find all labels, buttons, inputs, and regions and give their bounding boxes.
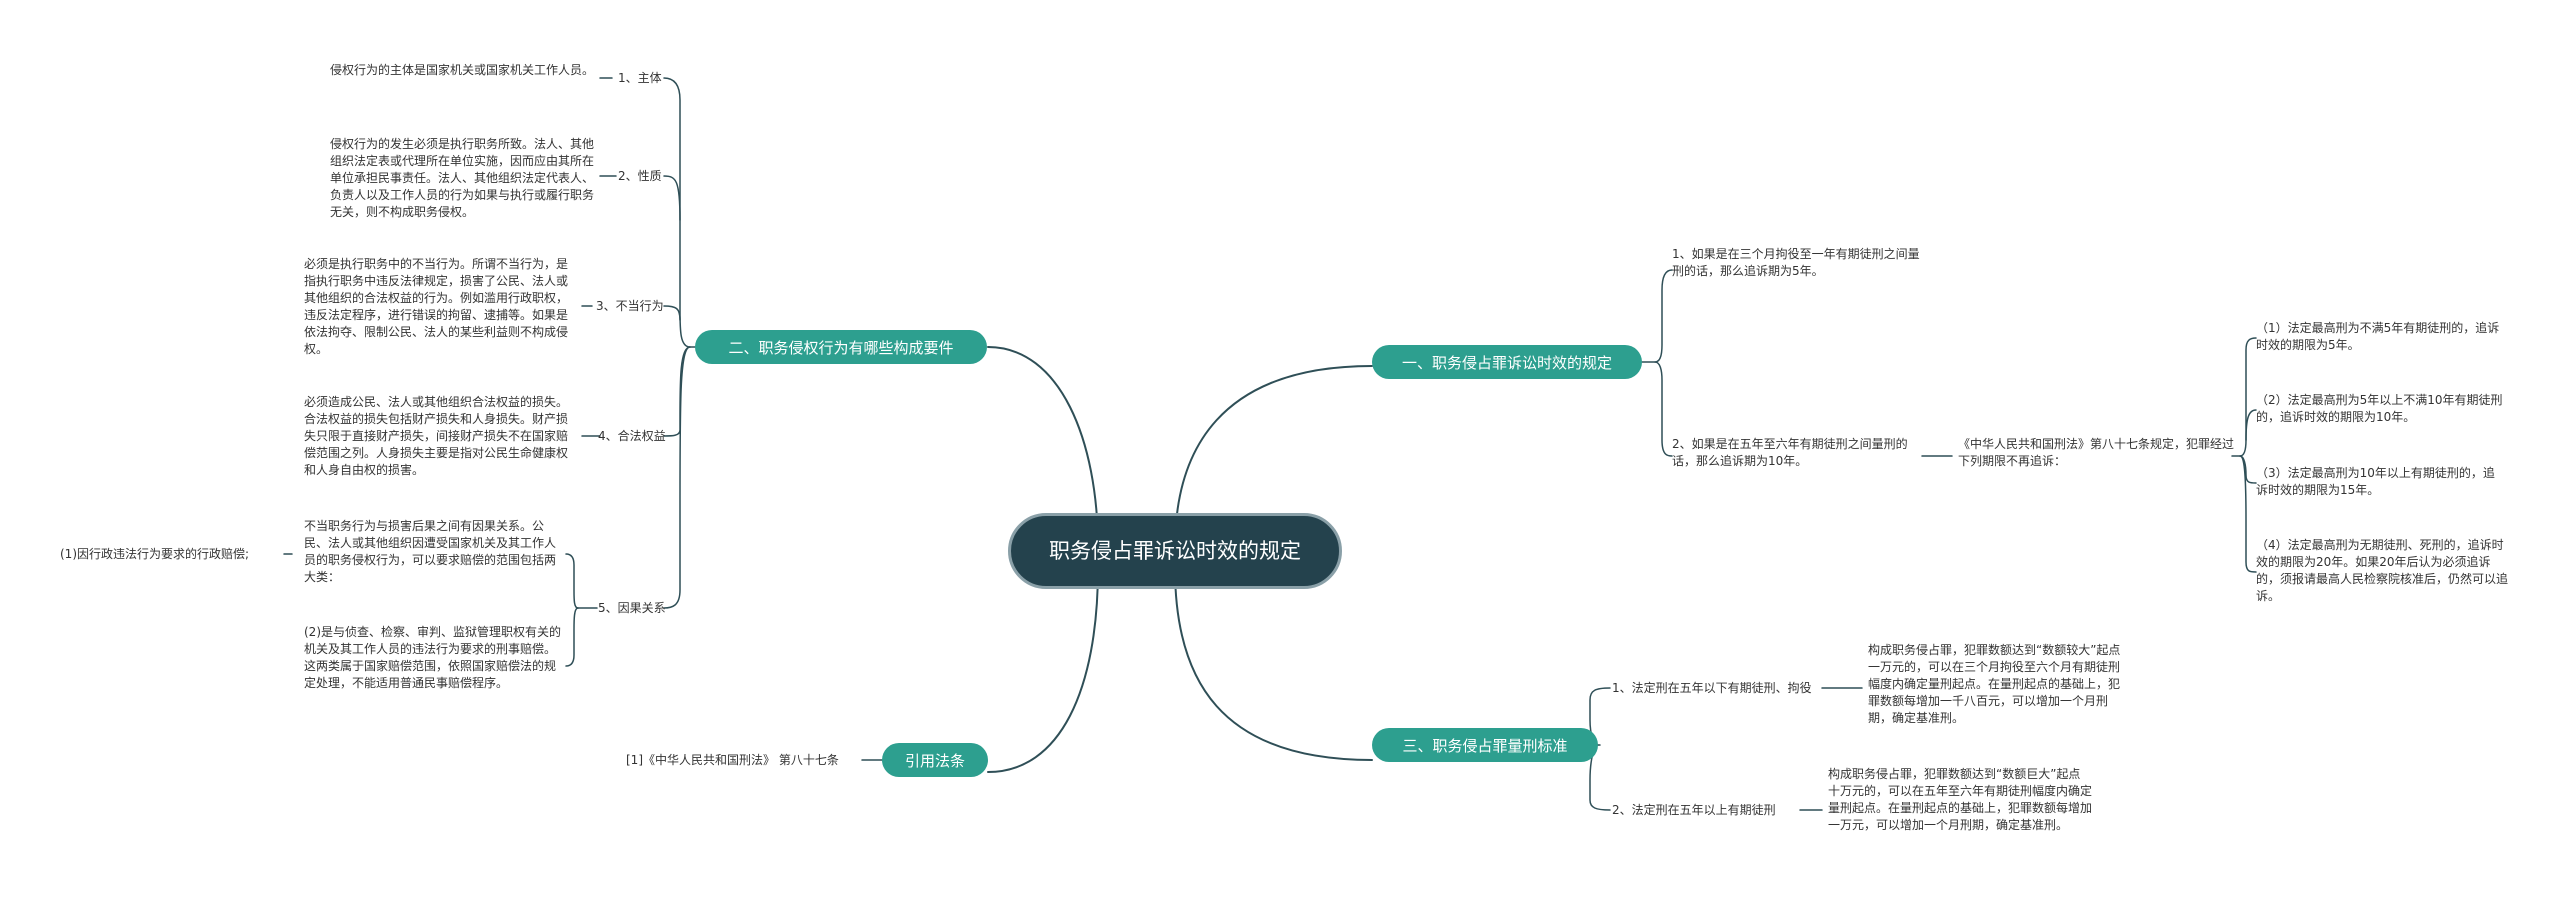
branch-statute-of-limitations[interactable]: 一、职务侵占罪诉讼时效的规定 — [1372, 345, 1642, 379]
branch-cited-law[interactable]: 引用法条 — [882, 743, 988, 777]
b1-item-1: 1、如果是在三个月拘役至一年有期徒刑之间量刑的话，那么追诉期为5年。 — [1672, 247, 1920, 278]
b2-desc-4: 必须造成公民、法人或其他组织合法权益的损失。合法权益的损失包括财产损失和人身损失… — [304, 395, 569, 477]
root-title: 职务侵占罪诉讼时效的规定 — [1049, 539, 1301, 563]
b2-desc-3: 必须是执行职务中的不当行为。所谓不当行为，是指执行职务中违反法律规定，损害了公民… — [304, 257, 569, 356]
branch-infringement-elements[interactable]: 二、职务侵权行为有哪些构成要件 — [695, 330, 987, 364]
b2-key-4: 4、合法权益 — [598, 429, 666, 443]
b2-key-2: 2、性质 — [618, 169, 662, 183]
b1-sub-4: （4）法定最高刑为无期徒刑、死刑的，追诉时效的期限为20年。如果20年后认为必须… — [2256, 538, 2509, 603]
b2-desc-5b: (2)是与侦查、检察、审判、监狱管理职权有关的机关及其工作人员的违法行为要求的刑… — [304, 625, 561, 690]
b3-desc-2: 构成职务侵占罪，犯罪数额达到“数额巨大”起点十万元的，可以在五年至六年有期徒刑幅… — [1828, 767, 2093, 832]
b1-sub-2: （2）法定最高刑为5年以上不满10年有期徒刑的，追诉时效的期限为10年。 — [2256, 393, 2503, 424]
branch-label: 三、职务侵占罪量刑标准 — [1402, 736, 1568, 755]
b3-desc-1: 构成职务侵占罪，犯罪数额达到“数额较大”起点一万元的，可以在三个月拘役至六个月有… — [1868, 643, 2121, 725]
b1-sub-1: （1）法定最高刑为不满5年有期徒刑的，追诉时效的期限为5年。 — [2256, 321, 2500, 352]
b2-desc-5: 不当职务行为与损害后果之间有因果关系。公民、法人或其他组织因遭受国家机关及其工作… — [304, 519, 557, 584]
b2-key-3: 3、不当行为 — [596, 299, 664, 313]
b1-law-text: 《中华人民共和国刑法》第八十七条规定，犯罪经过下列期限不再追诉： — [1958, 437, 2235, 468]
branch-label: 一、职务侵占罪诉讼时效的规定 — [1401, 353, 1612, 372]
branch-sentencing-standard[interactable]: 三、职务侵占罪量刑标准 — [1372, 728, 1598, 762]
b2-desc-2: 侵权行为的发生必须是执行职务所致。法人、其他组织法定表或代理所在单位实施，因而应… — [330, 137, 595, 219]
b4-reference: [1]《中华人民共和国刑法》 第八十七条 — [626, 753, 839, 767]
b2-key-5: 5、因果关系 — [598, 601, 666, 615]
branch-label: 引用法条 — [904, 751, 965, 770]
b2-key-1: 1、主体 — [618, 71, 662, 85]
b1-item-2: 2、如果是在五年至六年有期徒刑之间量刑的话，那么追诉期为10年。 — [1672, 437, 1908, 468]
b3-key-2: 2、法定刑在五年以上有期徒刑 — [1612, 803, 1776, 817]
root-node[interactable]: 职务侵占罪诉讼时效的规定 — [1008, 513, 1342, 589]
b2-desc-5a: (1)因行政违法行为要求的行政赔偿; — [60, 547, 250, 561]
b2-desc-1: 侵权行为的主体是国家机关或国家机关工作人员。 — [330, 63, 595, 77]
branch-label: 二、职务侵权行为有哪些构成要件 — [728, 338, 954, 357]
b1-sub-3: （3）法定最高刑为10年以上有期徒刑的，追诉时效的期限为15年。 — [2256, 466, 2495, 497]
b3-key-1: 1、法定刑在五年以下有期徒刑、拘役 — [1612, 681, 1812, 695]
